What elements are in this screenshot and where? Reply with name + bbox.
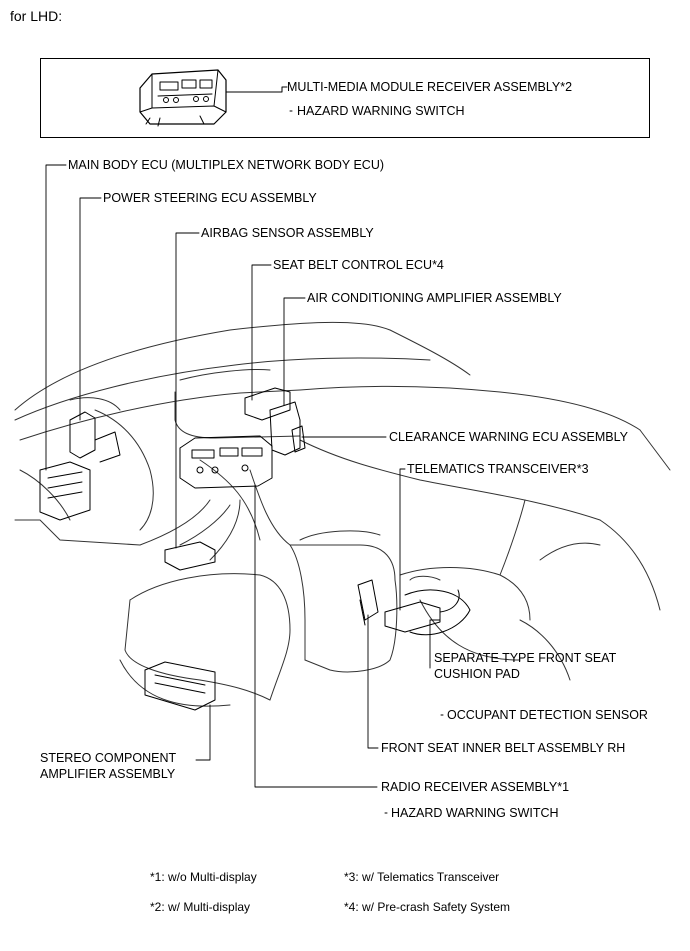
- separate-type-label-line1: SEPARATE TYPE FRONT SEAT: [434, 651, 617, 665]
- stereo-amplifier-illustration: [144, 661, 216, 711]
- front-seat-inner-belt-label: FRONT SEAT INNER BELT ASSEMBLY RH: [381, 741, 626, 755]
- radio-receiver-label: RADIO RECEIVER ASSEMBLY*1: [381, 780, 570, 794]
- clearance-warning-ecu-illustration: [291, 425, 306, 453]
- separate-type-label-line2: CUSHION PAD: [434, 667, 520, 681]
- seat-belt-control-ecu-illustration: [244, 387, 291, 421]
- clearance-warning-ecu-label: CLEARANCE WARNING ECU ASSEMBLY: [389, 430, 628, 444]
- telematics-transceiver-label: TELEMATICS TRANSCEIVER*3: [407, 462, 589, 476]
- inner-belt-illustration: [357, 579, 379, 626]
- footnote-4: *4: w/ Pre-crash Safety System: [344, 900, 511, 914]
- dashboard-outline: [14, 321, 671, 611]
- footnote-3: *3: w/ Telematics Transceiver: [344, 870, 500, 884]
- inset-box: [40, 58, 650, 138]
- cushion-pad-illustration: [404, 589, 471, 636]
- power-steering-ecu-label: POWER STEERING ECU ASSEMBLY: [103, 191, 317, 205]
- main-body-ecu-label: MAIN BODY ECU (MULTIPLEX NETWORK BODY EC…: [68, 158, 385, 172]
- receiver-label: MULTI-MEDIA MODULE RECEIVER ASSEMBLY*2: [287, 80, 573, 94]
- main-body-ecu-illustration: [39, 461, 91, 521]
- radio-hazard-switch-label: HAZARD WARNING SWITCH: [391, 806, 559, 820]
- footnote-1: *1: w/o Multi-display: [150, 870, 257, 884]
- inset-hazard-label: HAZARD WARNING SWITCH: [297, 104, 465, 118]
- console-and-seats: [119, 469, 601, 707]
- air-conditioning-amplifier-label: AIR CONDITIONING AMPLIFIER ASSEMBLY: [307, 291, 562, 305]
- footnote-2: *2: w/ Multi-display: [150, 900, 251, 914]
- seat-belt-control-ecu-label: SEAT BELT CONTROL ECU*4: [273, 258, 444, 272]
- air-conditioning-amplifier-illustration: [269, 401, 301, 456]
- occupant-detection-sensor-label: OCCUPANT DETECTION SENSOR: [447, 708, 648, 722]
- diagram-header: for LHD:: [10, 8, 63, 24]
- telematics-transceiver-illustration: [384, 589, 460, 633]
- multimedia-receiver-illustration: [139, 69, 227, 127]
- airbag-sensor-label: AIRBAG SENSOR ASSEMBLY: [201, 226, 374, 240]
- leader-lines: [45, 164, 441, 788]
- power-steering-ecu-illustration: [69, 411, 121, 463]
- stereo-amplifier-label-line1: STEREO COMPONENT: [40, 751, 177, 765]
- stereo-amplifier-label-line2: AMPLIFIER ASSEMBLY: [40, 767, 176, 781]
- airbag-sensor-illustration: [164, 541, 216, 571]
- radio-receiver-illustration: [179, 435, 273, 489]
